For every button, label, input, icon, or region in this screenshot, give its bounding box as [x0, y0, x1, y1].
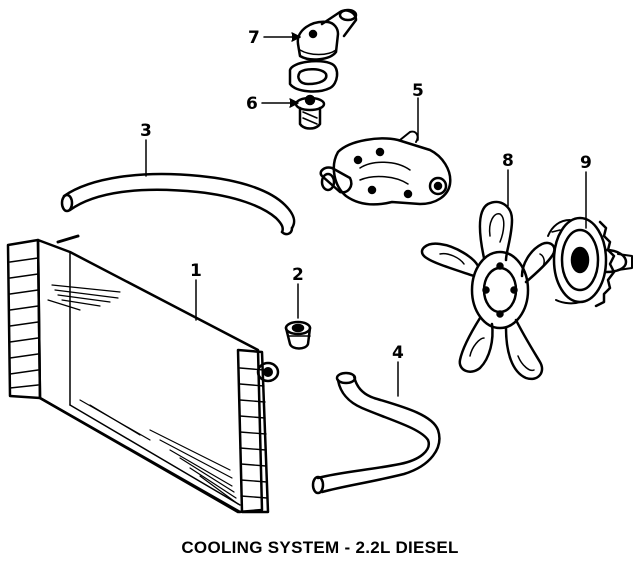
- callout-5: 5: [412, 81, 424, 101]
- lower-radiator-hose: [311, 371, 441, 495]
- callout-9: 9: [580, 153, 592, 173]
- upper-radiator-hose: [60, 172, 296, 236]
- thermostat: [294, 94, 326, 130]
- callout-6: 6: [246, 94, 258, 114]
- fan-blade: [420, 200, 556, 381]
- callout-8: 8: [502, 151, 514, 171]
- diagram-caption: COOLING SYSTEM - 2.2L DIESEL: [181, 538, 459, 557]
- callout-labels: 1 2 3 4 5 6 7 8 9: [140, 28, 592, 363]
- callout-3: 3: [140, 121, 152, 141]
- callout-2: 2: [292, 265, 304, 285]
- fan-clutch: [547, 216, 633, 308]
- water-pump: [319, 130, 452, 206]
- radiator: [6, 234, 280, 514]
- leader-lines: [145, 32, 587, 397]
- radiator-cap: [284, 320, 312, 350]
- callout-1: 1: [190, 261, 202, 281]
- thermostat-gasket: [288, 59, 339, 93]
- callout-7: 7: [248, 28, 260, 48]
- callout-4: 4: [392, 343, 404, 363]
- thermostat-housing: [296, 8, 358, 61]
